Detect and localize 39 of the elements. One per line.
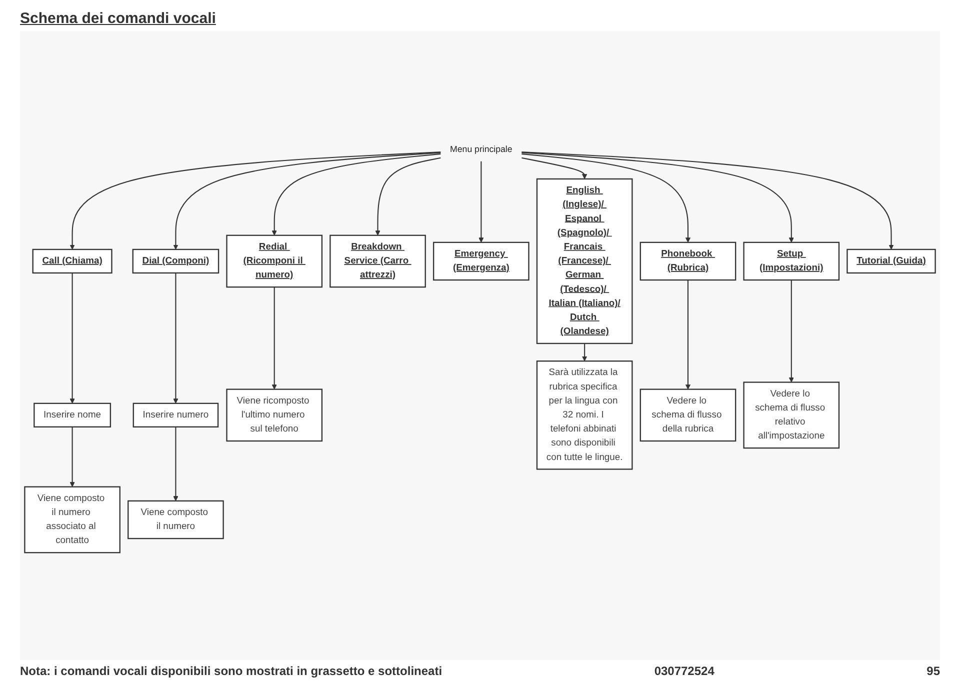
node-box: Emergency (Emergenza): [432, 242, 530, 280]
node-box: Vedere lo schema di flusso della rubrica: [640, 388, 736, 442]
arrow: [173, 426, 178, 501]
arrow: [522, 157, 588, 179]
node-box: Inserire numero: [132, 402, 219, 428]
arrow: [522, 153, 691, 242]
note-text: Nota: i comandi vocali disponibili sono mostrati in grassetto e sottolineati: [20, 664, 442, 678]
arrow: [478, 161, 484, 242]
node-box: Viene composto il numero associato al contatto: [24, 486, 120, 554]
node-box: English (Inglese)/ Espanol (Spagnolo)/ Francais (Francese)/ German (Tedesco)/ Italian (Italiano)/ Dutch (Olandese): [536, 178, 633, 344]
arrow: [375, 157, 441, 236]
arrow: [582, 343, 588, 362]
figure-code: 030772524: [654, 664, 714, 678]
node-box: Vedere lo schema di flusso relativo all'impostazione: [743, 381, 840, 448]
arrow: [522, 152, 794, 242]
node-box: Viene ricomposto l'ultimo numero sul telefono: [226, 388, 323, 442]
node-box: Setup (Impostazioni): [743, 242, 840, 280]
node-box: Phonebook (Rubrica): [640, 242, 736, 280]
node-box: Breakdown Service (Carro attrezzi): [330, 234, 426, 288]
diagram-title: Schema dei comandi vocali: [20, 10, 217, 27]
arrow: [173, 152, 441, 250]
arrow: [272, 286, 277, 390]
arrow: [70, 426, 75, 487]
node-box: Redial (Ricomponi il numero): [226, 234, 323, 288]
arrow: [70, 151, 441, 250]
node-box: Dial (Componi): [132, 248, 220, 274]
page-number: 95: [926, 664, 940, 678]
arrow: [173, 272, 178, 404]
node-box: Viene composto il numero: [128, 500, 224, 539]
arrow: [522, 151, 894, 250]
arrow: [272, 153, 441, 236]
arrow: [788, 280, 794, 382]
node-text: Menu principale: [450, 144, 512, 154]
node-box: Sarà utilizzata la rubrica specifica per la lingua con 32 nomi. I telefoni abbinati sono disponibili con tutte le lingue.: [536, 360, 633, 470]
arrow: [685, 280, 691, 390]
node-box: Tutorial (Guida): [846, 248, 936, 274]
node-box: Call (Chiama): [32, 248, 112, 274]
node-box: Inserire nome: [34, 402, 112, 428]
arrow: [70, 272, 75, 404]
